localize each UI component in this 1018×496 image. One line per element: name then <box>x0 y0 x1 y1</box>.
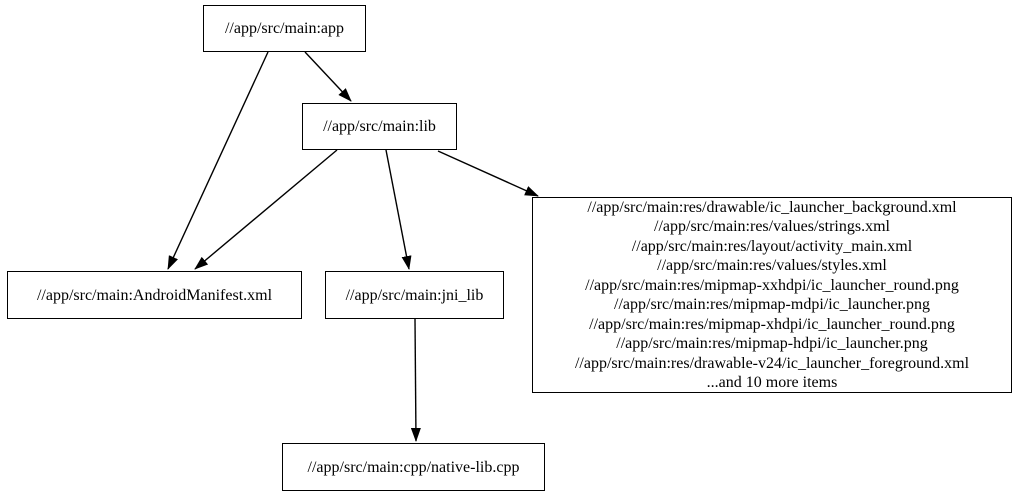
res-group-line: //app/src/main:res/mipmap-xxhdpi/ic_laun… <box>585 276 959 294</box>
node-native-lib-cpp: //app/src/main:cpp/native-lib.cpp <box>282 443 545 491</box>
res-group-line: //app/src/main:res/mipmap-xhdpi/ic_launc… <box>589 315 955 333</box>
res-group-line: //app/src/main:res/mipmap-hdpi/ic_launch… <box>616 335 928 352</box>
node-app-target: //app/src/main:app <box>203 5 366 52</box>
res-group-line: //app/src/main:res/values/styles.xml <box>657 257 887 274</box>
edge-app-to-manifest <box>167 51 269 270</box>
edge-lib-to-res-group <box>437 150 539 197</box>
node-res-group: //app/src/main:res/drawable/ic_launcher_… <box>532 197 1012 393</box>
edge-app-to-lib <box>304 51 352 102</box>
edge-lib-to-manifest <box>194 149 338 270</box>
res-group-line: //app/src/main:res/drawable-v24/ic_launc… <box>574 354 970 372</box>
edge-lib-to-jni-lib <box>385 149 412 270</box>
node-android-manifest: //app/src/main:AndroidManifest.xml <box>7 271 302 319</box>
edge-jni-lib-to-native <box>410 318 421 442</box>
node-jni-lib-target: //app/src/main:jni_lib <box>325 271 504 319</box>
res-group-line: //app/src/main:res/mipmap-mdpi/ic_launch… <box>614 296 930 313</box>
res-group-line: //app/src/main:res/layout/activity_main.… <box>631 237 913 255</box>
res-group-line: //app/src/main:res/drawable/ic_launcher_… <box>587 198 957 216</box>
res-group-line: //app/src/main:res/values/strings.xml <box>654 218 890 235</box>
res-group-more-items: ...and 10 more items <box>706 374 838 391</box>
node-lib-target: //app/src/main:lib <box>302 103 457 150</box>
